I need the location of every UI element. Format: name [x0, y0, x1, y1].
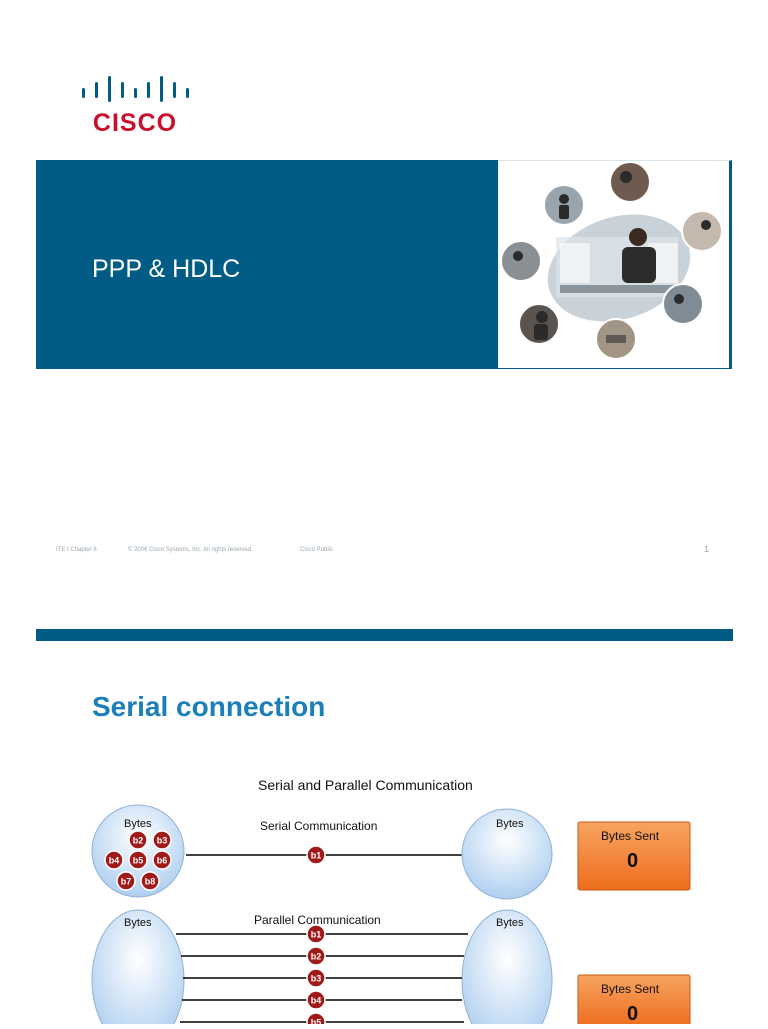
- serial-communication-label: Serial Communication: [260, 819, 377, 833]
- queued-byte-b3: b3: [152, 830, 172, 850]
- parallel-receiver-bubble: [461, 909, 553, 1029]
- parallel-line-byte-b4: b4: [306, 990, 326, 1010]
- page-number: 1: [704, 544, 710, 554]
- svg-text:b2: b2: [311, 952, 322, 962]
- serial-parallel-diagram: Serial and Parallel Communication Bytes …: [80, 770, 720, 1029]
- serial-bytes-sent-label: Bytes Sent: [601, 829, 660, 843]
- slide2-top-bar: [36, 629, 733, 641]
- serial-line-byte: b1: [306, 845, 326, 865]
- svg-text:b5: b5: [133, 856, 144, 866]
- footer-chapter: ITE I Chapter 6: [56, 547, 97, 553]
- cisco-logo-wordmark: CISCO: [92, 109, 178, 137]
- footer-classification: Cisco Public: [300, 547, 334, 553]
- parallel-line-byte-b2: b2: [306, 946, 326, 966]
- parallel-line-byte-b3: b3: [306, 968, 326, 988]
- svg-text:b6: b6: [157, 856, 168, 866]
- byte-badges: b2 b3 b4 b5 b6 b7 b8 b1 b1 b2 b3 b4 b5: [104, 830, 326, 1029]
- people-photo-collage: [498, 160, 732, 369]
- queued-byte-b7: b7: [116, 871, 136, 891]
- svg-text:b5: b5: [311, 1018, 322, 1025]
- parallel-communication-label: Parallel Communication: [254, 913, 381, 927]
- svg-text:b2: b2: [133, 836, 144, 846]
- serial-bytes-sent-value: 0: [627, 850, 638, 872]
- svg-text:b3: b3: [157, 836, 168, 846]
- parallel-sender-bubble: [91, 909, 185, 1029]
- serial-sender-bytes-label: Bytes: [124, 818, 152, 830]
- people-collage-graphic: [500, 161, 723, 360]
- svg-text:b4: b4: [109, 856, 120, 866]
- parallel-line-byte-b1: b1: [306, 924, 326, 944]
- cisco-bars-icon: [82, 76, 189, 102]
- queued-byte-b5: b5: [128, 850, 148, 870]
- svg-text:b1: b1: [311, 851, 322, 861]
- title-band: [36, 160, 498, 369]
- cisco-logo-bars: [80, 76, 192, 136]
- diagram-title: Serial and Parallel Communication: [258, 777, 473, 793]
- queued-byte-b8: b8: [140, 871, 160, 891]
- queued-byte-b4: b4: [104, 850, 124, 870]
- svg-text:b1: b1: [311, 930, 322, 940]
- serial-receiver-bubble: [461, 808, 553, 900]
- svg-text:b8: b8: [145, 877, 156, 887]
- slide2-title: Serial connection: [92, 691, 326, 722]
- slide-title: PPP & HDLC: [92, 255, 241, 283]
- queued-byte-b6: b6: [152, 850, 172, 870]
- svg-text:b3: b3: [311, 974, 322, 984]
- parallel-receiver-bytes-label: Bytes: [496, 917, 524, 929]
- parallel-sender-bytes-label: Bytes: [124, 917, 152, 929]
- parallel-bytes-sent-label: Bytes Sent: [601, 982, 660, 996]
- serial-bytes-sent-box: [577, 821, 691, 891]
- serial-receiver-bytes-label: Bytes: [496, 818, 524, 830]
- queued-byte-b2: b2: [128, 830, 148, 850]
- svg-text:b4: b4: [311, 996, 322, 1006]
- svg-text:b7: b7: [121, 877, 132, 887]
- parallel-line-byte-b5: b5: [306, 1012, 326, 1029]
- footer-copyright: © 2006 Cisco Systems, Inc. All rights re…: [128, 547, 253, 553]
- parallel-bytes-sent-value: 0: [627, 1003, 638, 1024]
- serial-parallel-svg: Serial and Parallel Communication Bytes …: [91, 777, 691, 1029]
